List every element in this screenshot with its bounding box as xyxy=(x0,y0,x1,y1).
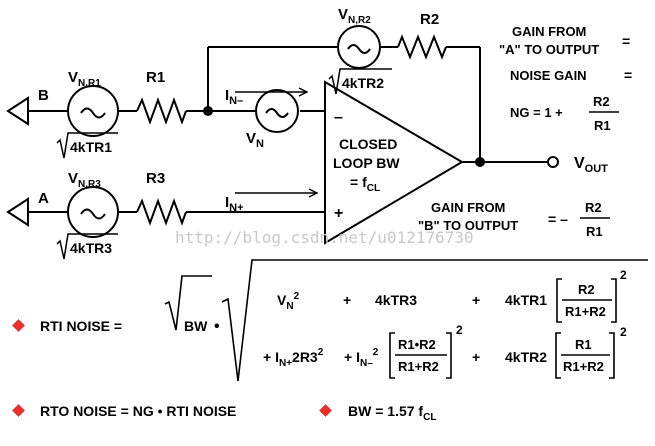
ng-denominator: R1 xyxy=(594,118,611,133)
fcl-label: = fCL xyxy=(350,174,380,194)
frac2-denominator: R1+R2 xyxy=(398,359,439,374)
main-radical xyxy=(221,259,648,382)
frac2-numerator: R1•R2 xyxy=(398,337,436,352)
junction-output xyxy=(475,157,485,167)
resistor-r3 xyxy=(136,198,187,226)
rti-label: RTI NOISE = xyxy=(40,318,122,334)
closed-label: CLOSED xyxy=(339,136,397,152)
input-b-terminal xyxy=(6,96,29,126)
frac1-denominator: R1+R2 xyxy=(565,304,606,319)
frac2-square: 2 xyxy=(456,323,463,337)
in-plus-label: IN+ xyxy=(225,194,244,214)
sqrt-4ktr3-label: 4kTR3 xyxy=(70,240,112,256)
plus-3: + xyxy=(472,349,480,365)
op-amp-minus: – xyxy=(334,109,343,126)
rti-bullet xyxy=(12,319,25,332)
r3-label: R3 xyxy=(146,170,165,187)
ng-numerator: R2 xyxy=(593,94,610,109)
node-b-label: B xyxy=(38,87,49,104)
r1-label: R1 xyxy=(146,69,165,86)
r2-label: R2 xyxy=(420,11,439,28)
watermark: http://blog.csdn.net/u012176730 xyxy=(175,228,474,247)
gain-b-line2: "B" TO OUTPUT xyxy=(418,218,518,233)
resistor-r2 xyxy=(397,34,447,60)
gain-b-numerator: R2 xyxy=(585,200,602,215)
term-4ktr2: 4kTR2 xyxy=(505,349,547,365)
vn-r3-label: VN,R3 xyxy=(68,170,101,190)
gain-b-eq: = – xyxy=(548,211,568,227)
bw-bullet xyxy=(319,404,332,417)
bw-radical xyxy=(164,275,212,331)
plus-2: + xyxy=(472,292,480,308)
gain-a-line2: "A" TO OUTPUT xyxy=(499,42,599,57)
junction-inverting xyxy=(203,106,213,116)
frac3-square: 2 xyxy=(620,325,627,339)
op-amp-plus: + xyxy=(334,205,343,222)
output-terminal xyxy=(547,156,559,168)
gain-a-eq: = xyxy=(622,33,630,49)
vn-r1-label: VN,R1 xyxy=(68,69,101,89)
ng-equation: NG = 1 + xyxy=(510,105,563,120)
gain-a-line1: GAIN FROM xyxy=(512,24,586,39)
vn-squared-term: VN2 xyxy=(277,291,300,312)
gain-b-line1: GAIN FROM xyxy=(431,200,505,215)
node-a-label: A xyxy=(38,190,49,207)
noise-source-r2 xyxy=(337,25,381,69)
frac3-numerator: R1 xyxy=(575,337,592,352)
term-4ktr3: 4kTR3 xyxy=(375,292,417,308)
bw-term: BW xyxy=(184,318,208,334)
resistor-r1 xyxy=(136,97,187,125)
noise-source-vn xyxy=(255,89,299,133)
loop-bw-label: LOOP BW xyxy=(333,155,400,171)
noise-gain-label: NOISE GAIN xyxy=(510,68,587,83)
frac3-denominator: R1+R2 xyxy=(563,359,604,374)
frac1-square: 2 xyxy=(620,268,627,282)
sqrt-4ktr1-label: 4kTR1 xyxy=(70,139,112,155)
in-minus-label: IN– xyxy=(225,87,243,107)
noise-source-r1 xyxy=(67,85,119,137)
term-4ktr1: 4kTR1 xyxy=(505,292,547,308)
vn-r2-label: VN,R2 xyxy=(338,6,371,26)
plus-1: + xyxy=(343,292,351,308)
gain-b-denominator: R1 xyxy=(586,224,603,239)
frac1-numerator: R2 xyxy=(578,282,595,297)
multiply-dot: • xyxy=(214,318,220,335)
op-amp xyxy=(324,80,464,245)
rto-label: RTO NOISE = NG • RTI NOISE xyxy=(40,403,236,419)
vn-label: VN xyxy=(246,130,264,150)
noise-gain-eq: = xyxy=(624,67,632,83)
inm-term: + IN–2 xyxy=(344,347,379,369)
rto-bullet xyxy=(12,404,25,417)
inp-term: + IN+2R32 xyxy=(263,347,324,369)
input-a-terminal xyxy=(6,197,29,227)
sqrt-4ktr2-label: 4kTR2 xyxy=(342,75,384,91)
vout-label: VOUT xyxy=(574,155,608,175)
noise-source-r3 xyxy=(67,186,119,238)
bw-equation: BW = 1.57 fCL xyxy=(348,403,436,423)
